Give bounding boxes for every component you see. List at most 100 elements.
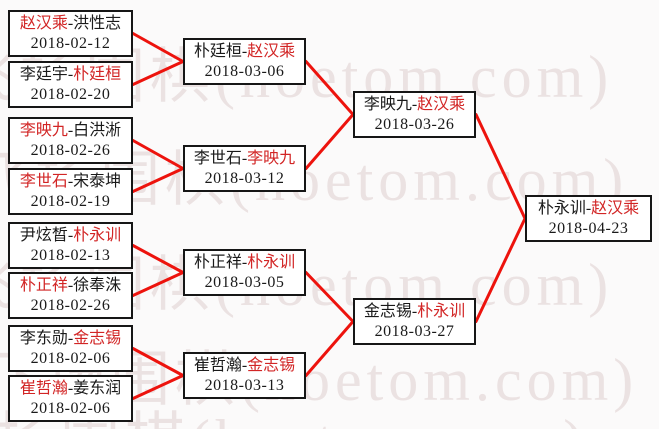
match-date: 2018-02-13 <box>30 246 111 264</box>
player-name-right: 金志锡 <box>247 356 296 374</box>
player-name-right: 朴永训 <box>417 302 466 320</box>
name-separator: - <box>411 302 418 320</box>
match-pairing: 李世石-宋泰坤 <box>20 172 121 192</box>
match-pairing: 朴正祥-徐奉洙 <box>20 276 121 296</box>
player-name-right: 朴永训 <box>73 226 122 244</box>
player-name-left: 崔哲瀚 <box>19 379 68 397</box>
name-separator: - <box>241 356 248 374</box>
player-name-right: 白洪淅 <box>73 121 122 139</box>
match-pairing: 李东勋-金志锡 <box>20 329 121 349</box>
match-pairing: 尹炫晳-朴永训 <box>20 226 121 246</box>
match-date: 2018-03-06 <box>204 62 285 80</box>
name-separator: - <box>241 149 248 167</box>
player-name-left: 李映九 <box>19 121 68 139</box>
player-name-right: 姜东润 <box>73 379 122 397</box>
connector-line <box>131 60 185 86</box>
player-name-right: 朴永训 <box>247 253 296 271</box>
name-separator: - <box>67 121 74 139</box>
player-name-right: 宋泰坤 <box>73 172 122 190</box>
connector-line <box>474 113 527 220</box>
connector-line <box>131 244 185 274</box>
name-separator: - <box>67 379 74 397</box>
match-date: 2018-02-06 <box>30 349 111 367</box>
match-date: 2018-02-26 <box>30 296 111 314</box>
player-name-right: 赵汉乘 <box>591 199 640 217</box>
connector-line <box>131 167 185 193</box>
match-pairing: 赵汉乘-洪性志 <box>20 14 121 34</box>
player-name-left: 朴永训 <box>537 199 586 217</box>
name-separator: - <box>411 95 418 113</box>
player-name-right: 赵汉乘 <box>247 42 296 60</box>
connector-line <box>474 217 527 323</box>
match-pairing: 崔哲瀚-姜东润 <box>20 379 121 399</box>
connector-line <box>304 271 355 323</box>
connector-line <box>304 113 355 170</box>
match-date: 2018-03-13 <box>204 376 285 394</box>
watermark-text: 飞扬围棋(hoetom.com) <box>0 392 588 429</box>
name-separator: - <box>241 42 248 60</box>
name-separator: - <box>585 199 592 217</box>
player-name-right: 洪性志 <box>73 14 122 32</box>
player-name-left: 朴廷桓 <box>193 42 242 60</box>
match-date: 2018-02-06 <box>30 399 111 417</box>
player-name-left: 金志锡 <box>363 302 412 320</box>
match-date: 2018-03-12 <box>204 169 285 187</box>
player-name-right: 金志锡 <box>73 329 122 347</box>
connector-line <box>131 139 185 170</box>
player-name-left: 李世石 <box>19 172 68 190</box>
name-separator: - <box>241 253 248 271</box>
match-pairing: 金志锡-朴永训 <box>364 302 465 322</box>
match-pairing: 李廷宇-朴廷桓 <box>20 65 121 85</box>
match-date: 2018-02-20 <box>30 85 111 103</box>
name-separator: - <box>67 172 74 190</box>
match-date: 2018-03-26 <box>374 115 455 133</box>
player-name-left: 赵汉乘 <box>19 14 68 32</box>
player-name-left: 李东勋 <box>19 329 68 347</box>
match-pairing: 李映九-赵汉乘 <box>364 95 465 115</box>
name-separator: - <box>67 226 74 244</box>
match-pairing: 李世石-李映九 <box>194 149 295 169</box>
connector-line <box>304 60 355 116</box>
connector-line <box>131 347 185 377</box>
player-name-left: 李世石 <box>193 149 242 167</box>
match-date: 2018-02-19 <box>30 192 111 210</box>
connector-line <box>131 32 185 63</box>
player-name-left: 朴正祥 <box>193 253 242 271</box>
player-name-right: 朴廷桓 <box>73 65 122 83</box>
player-name-left: 李廷宇 <box>19 65 68 83</box>
match-pairing: 朴永训-赵汉乘 <box>538 199 639 219</box>
connector-line <box>131 374 185 400</box>
name-separator: - <box>67 329 74 347</box>
player-name-left: 李映九 <box>363 95 412 113</box>
player-name-left: 尹炫晳 <box>19 226 68 244</box>
name-separator: - <box>67 276 74 294</box>
match-pairing: 李映九-白洪淅 <box>20 121 121 141</box>
player-name-right: 徐奉洙 <box>73 276 122 294</box>
match-pairing: 朴正祥-朴永训 <box>194 253 295 273</box>
name-separator: - <box>67 14 74 32</box>
match-date: 2018-03-05 <box>204 273 285 291</box>
match-pairing: 朴廷桓-赵汉乘 <box>194 42 295 62</box>
name-separator: - <box>67 65 74 83</box>
connector-line <box>304 320 355 377</box>
player-name-right: 赵汉乘 <box>417 95 466 113</box>
connector-line <box>131 271 185 297</box>
match-date: 2018-03-27 <box>374 322 455 340</box>
player-name-left: 朴正祥 <box>19 276 68 294</box>
match-date: 2018-02-26 <box>30 141 111 159</box>
